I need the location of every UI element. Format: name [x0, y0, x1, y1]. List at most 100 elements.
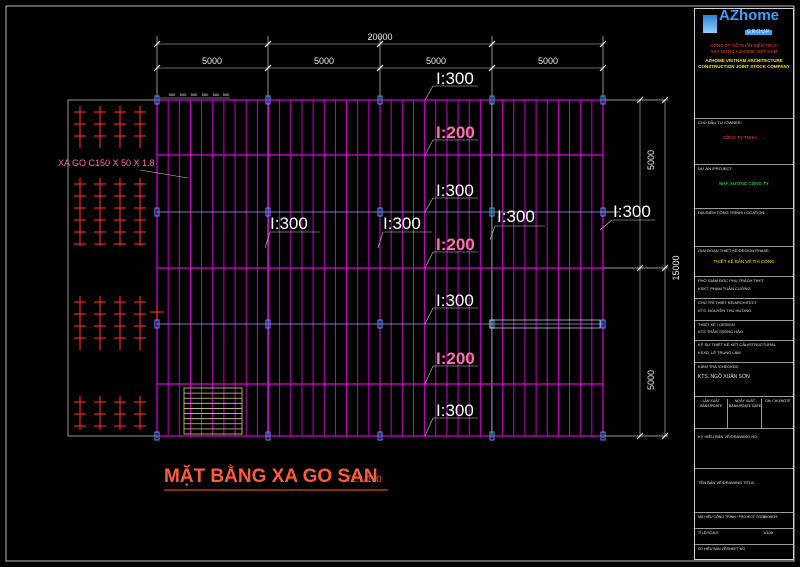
rafter-label-4: I:300 [613, 202, 651, 221]
roof-opening [489, 319, 601, 329]
sheet-frame [5, 5, 795, 562]
drawing-title: MẶT BẰNG XA GO SAN [164, 465, 378, 487]
company-logo-sub: GROUP [745, 29, 773, 35]
phase-cell: GIAI ĐOẠN THIẾT KẾ/DESIGN PHASE: THIẾT K… [695, 247, 793, 277]
checked-value: KTS. NGÔ XUÂN SƠN [698, 374, 750, 380]
project-label: DỰ ÁN /PROJECT: [698, 166, 733, 171]
column-marker [265, 95, 271, 105]
column-marker [489, 207, 495, 217]
dim-small-4: 500 [202, 92, 209, 97]
drawing-title-label: TÊN BẢN VẼ/DRAWING TITLE: [698, 480, 756, 485]
company-en-1: AZHOME VIETNAM ARCHITECTURE [705, 58, 783, 63]
revision-cell: LẦN XUẤT BẢN/UPDATE NGÀY XUẤT BẢN/UPDATE… [695, 397, 793, 429]
beam-label-row5: I:300 [436, 291, 474, 310]
column-marker [600, 319, 606, 329]
director-label: PHÓ GIÁM ĐỐC PHỤ TRÁCH TKKT [698, 278, 764, 283]
column-marker [600, 95, 606, 105]
manager-label: CHỦ TRÌ THIẾT KẾ/ARCHITECT [698, 300, 758, 305]
dim-tick [376, 64, 384, 72]
dim-tick [661, 432, 669, 440]
column-marker [489, 431, 495, 441]
column-marker [377, 207, 383, 217]
structure-value: KSXD. LÊ TRUNG LÂM [698, 350, 741, 355]
dim-tick [599, 64, 607, 72]
company-logo-icon [703, 15, 717, 33]
structure-label: KỸ SƯ THIẾT KẾ KẾT CẤU/STRUCTURAL [698, 342, 776, 347]
column-marker [489, 95, 495, 105]
footer-1-value: 1408/19 [763, 514, 778, 519]
footer-3-label: SỐ HIỆU BẢN VẼ/SHEET NO. [698, 547, 746, 551]
dim-bay-1: 5000 [202, 56, 222, 66]
dim-small-1: 500 [169, 92, 176, 97]
rev-header-1: LẦN XUẤT BẢN/UPDATE [700, 399, 723, 408]
dim-tick [661, 96, 669, 104]
footer-row-1: MÃ HIỆU CÔNG TRÌNH / PROJECT CODE 1408/1… [695, 513, 793, 529]
company-vn-1: CÔNG TY CỔ PHẦN KIẾN TRÚC [710, 43, 778, 48]
dim-small-2: 500 [180, 92, 187, 97]
title-block-header: AZhome GROUP CÔNG TY CỔ PHẦN KIẾN TRÚC X… [695, 9, 793, 119]
structure-cell: KỸ SƯ THIẾT KẾ KẾT CẤU/STRUCTURAL KSXD. … [695, 341, 793, 363]
drawing-no-cell: KÝ HIỆU BẢN VẼ/DRAWING NO: [695, 429, 793, 469]
column-marker [377, 95, 383, 105]
beam-label-row4: I:200 [436, 235, 475, 254]
owner-label: CHỦ ĐẦU TƯ /OWNER: [698, 120, 742, 125]
checked-cell: KIỂM TRA /CHECKED KTS. NGÔ XUÂN SƠN [695, 363, 793, 397]
location-cell: ĐỊA ĐIỂM CÔNG TRÌNH/ LOCATION: [695, 209, 793, 247]
leader-lines [139, 85, 655, 437]
drawing-no-label: KÝ HIỆU BẢN VẼ/DRAWING NO: [698, 434, 759, 439]
footer-row-3: SỐ HIỆU BẢN VẼ/SHEET NO. [695, 545, 793, 559]
beam-label-row2: I:200 [436, 123, 475, 142]
design-label: THIẾT KẾ / DESIGN [698, 322, 735, 327]
column-marker [265, 207, 271, 217]
column-marker [377, 319, 383, 329]
dim-tick [153, 64, 161, 72]
dimension-lines [157, 43, 666, 436]
dim-small-6: 500 [223, 92, 230, 97]
column-marker [154, 95, 160, 105]
dim-bay-2: 5000 [314, 56, 334, 66]
small-spacing-labels: 500 500 500 500 500 500 [169, 92, 230, 97]
dim-small-3: 500 [191, 92, 198, 97]
purlin-note: XA GO C150 X 50 X 1.8 [58, 158, 155, 168]
rev-header-3: GHI CHÚ/NOTE [760, 399, 793, 428]
grid-lines [156, 36, 668, 438]
dim-tick [264, 40, 272, 48]
design-cell: THIẾT KẾ / DESIGN KTS TRẦN TRỌNG HẢO [695, 321, 793, 341]
project-value: NHÀ XƯỞNG CÔNG TY [719, 181, 769, 186]
owner-cell: CHỦ ĐẦU TƯ /OWNER: CÔNG TY TNHH ...... [695, 119, 793, 165]
column-marker [154, 207, 160, 217]
column-marker [265, 319, 271, 329]
dim-side-bottom: 5000 [646, 370, 656, 390]
dim-tick [264, 64, 272, 72]
dim-bay-3: 5000 [426, 56, 446, 66]
dim-bay-4: 5000 [538, 56, 558, 66]
manager-value: KTS. NGUYỄN THU HƯƠNG [698, 308, 752, 313]
dim-small-5: 500 [213, 92, 220, 97]
director-cell: PHÓ GIÁM ĐỐC PHỤ TRÁCH TKKT KSKT. PHẠM T… [695, 277, 793, 299]
company-en-2: CONSTRUCTION JOINT STOCK COMPANY [698, 64, 790, 69]
rafter-label-3: I:300 [497, 207, 535, 226]
dim-total-width: 20000 [367, 32, 392, 42]
footer-row-2: TỈ LỆ/SCALE 1/100 [695, 529, 793, 545]
drawing-title-cell: TÊN BẢN VẼ/DRAWING TITLE: [695, 469, 793, 513]
rafter-label-1: I:300 [270, 214, 308, 233]
project-cell: DỰ ÁN /PROJECT: NHÀ XƯỞNG CÔNG TY [695, 165, 793, 209]
footer-2-label: TỈ LỆ/SCALE [698, 531, 719, 535]
column-marker [265, 431, 271, 441]
owner-value: CÔNG TY TNHH ...... [722, 135, 766, 140]
footer-2-value: 1/100 [763, 530, 774, 535]
checked-label: KIỂM TRA /CHECKED [698, 364, 739, 369]
phase-label: GIAI ĐOẠN THIẾT KẾ/DESIGN PHASE: [698, 248, 770, 253]
manager-cell: CHỦ TRÌ THIẾT KẾ/ARCHITECT KTS. NGUYỄN T… [695, 299, 793, 321]
company-logo: AZhome [719, 9, 779, 24]
dim-tick [636, 264, 644, 272]
drawing-scale: TL:1/100 [346, 474, 382, 484]
dim-side-top: 5000 [646, 150, 656, 170]
red-rafter-marks [74, 106, 164, 430]
dim-tick [599, 40, 607, 48]
dim-tick [376, 40, 384, 48]
column-marker [600, 207, 606, 217]
beam-label-row3: I:300 [436, 181, 474, 200]
rafter-label-2: I:300 [383, 214, 421, 233]
